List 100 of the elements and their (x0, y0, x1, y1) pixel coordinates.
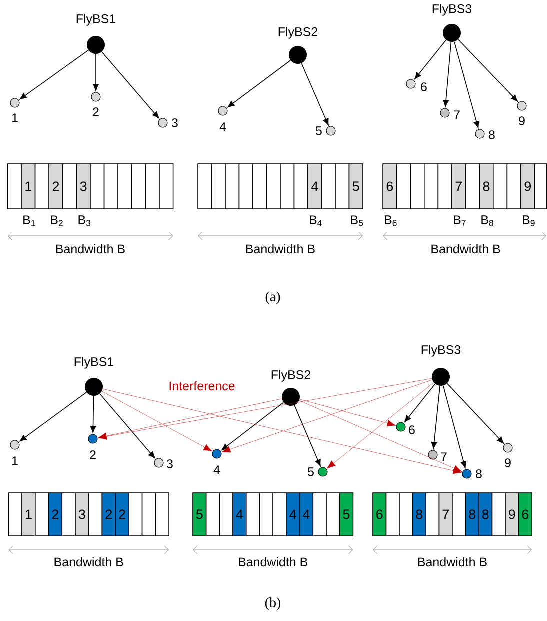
channel-cell (534, 164, 547, 210)
channel-cell (132, 164, 146, 210)
node-label: FlyBS1 (74, 357, 114, 369)
interference-arrow (98, 378, 432, 440)
channel-cell: 1 (21, 164, 36, 210)
node-label: 8 (489, 130, 495, 140)
channel-cell (280, 164, 295, 210)
band-label: B$_{3}$ (78, 216, 91, 226)
channel-cell: 6 (382, 164, 398, 210)
channel-cell (312, 492, 327, 536)
band-label: B$_{8}$ (482, 216, 494, 226)
channel-cell (155, 492, 170, 536)
arrow (102, 52, 160, 119)
base-station: FlyBS3 (422, 345, 461, 386)
panel-caption: (b) (265, 598, 281, 610)
channel-cell (159, 164, 174, 210)
channel-cell (252, 164, 268, 210)
node-label: FlyBS3 (432, 4, 472, 16)
node-label: 6 (421, 82, 427, 92)
channel-cell: 8 (465, 492, 480, 536)
dimension-label: Bandwidth B (239, 557, 308, 567)
channel-cell: 2 (48, 492, 63, 536)
node-label: FlyBS3 (422, 345, 461, 357)
channel-cell (321, 164, 336, 210)
node-label: 1 (12, 456, 18, 466)
band-label: B$_{7}$ (454, 216, 466, 226)
node-label: FlyBS1 (76, 14, 116, 26)
band-label: B$_{5}$ (351, 216, 364, 226)
arrow (442, 385, 467, 468)
channel-cell: 1 (22, 492, 36, 536)
channel-cell: 6 (372, 492, 387, 536)
node-label: 3 (172, 118, 178, 128)
channel-cell (35, 492, 50, 536)
node-label: 8 (476, 470, 482, 478)
arrow (458, 39, 518, 102)
channel-cell: 5 (339, 492, 354, 536)
arrow (100, 394, 156, 459)
node-label: 9 (519, 116, 525, 126)
node-label: 7 (454, 110, 460, 120)
channel-cell (7, 164, 22, 210)
arrow (20, 50, 89, 100)
node-label: 2 (93, 108, 99, 116)
interference-arrow (300, 399, 396, 427)
channel-cell (128, 492, 143, 536)
channel-cell (118, 164, 132, 210)
panel-caption: (a) (266, 292, 280, 304)
interference-arrow (222, 380, 432, 453)
arrow (93, 54, 99, 92)
interference-arrow (102, 388, 462, 474)
channel-cell (142, 492, 156, 536)
band-label: B$_{4}$ (310, 216, 322, 226)
channel-cell (438, 164, 452, 210)
arrow (454, 41, 480, 128)
arrow (404, 384, 436, 422)
node-label: 2 (90, 450, 96, 460)
channel-cell (335, 164, 350, 210)
channel-cell (396, 164, 411, 210)
channel-cell (206, 492, 220, 536)
dimension-label: Bandwidth B (418, 557, 487, 567)
channel-cell: 3 (75, 492, 90, 536)
dimension-label: Bandwidth B (56, 244, 125, 254)
arrow (446, 383, 504, 444)
channel-cell: 2 (115, 492, 130, 536)
channel-cell (62, 164, 78, 210)
channel-cell (88, 492, 103, 536)
node-label: 3 (166, 460, 173, 468)
node-label: 5 (308, 468, 314, 476)
channel-cell (145, 164, 160, 210)
arrow (431, 386, 440, 450)
annotation-text: Interference (170, 381, 235, 391)
arrow (90, 396, 96, 434)
channel-cell: 8 (412, 492, 426, 536)
channel-cell: 2 (102, 492, 116, 536)
node-label: 7 (441, 452, 447, 462)
base-station: FlyBS1 (76, 14, 116, 54)
channel-cell: 5 (348, 164, 364, 210)
dimension-label: Bandwidth B (432, 244, 500, 254)
channel-cell (426, 492, 440, 536)
channel-cell (386, 492, 400, 536)
band-label: B$_{6}$ (385, 216, 397, 226)
channel-cell (506, 164, 522, 210)
channel-cell (272, 492, 287, 536)
base-station: FlyBS1 (74, 357, 114, 396)
node-label: 4 (220, 122, 226, 132)
channel-cell (326, 492, 340, 536)
arrow (20, 392, 87, 442)
channel-cell (465, 164, 480, 210)
channel-cell: 5 (192, 492, 207, 536)
channel-cell (424, 164, 439, 210)
channel-cell (294, 164, 308, 210)
arrow (294, 405, 321, 467)
channel-cell (410, 164, 425, 210)
band-label: B$_{1}$ (24, 216, 36, 226)
channel-cell: 7 (452, 164, 466, 210)
channel-cell (90, 164, 105, 210)
channel-cell (266, 164, 281, 210)
band-label: B$_{9}$ (523, 216, 535, 226)
arrow (222, 402, 284, 451)
arrow (414, 40, 447, 80)
channel-cell: 6 (518, 492, 532, 536)
